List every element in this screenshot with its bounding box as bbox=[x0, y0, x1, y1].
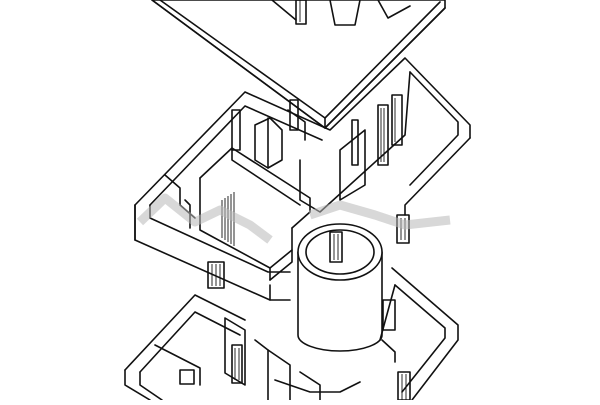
cylindrical-stair-tower bbox=[297, 223, 396, 352]
lower-floor-interior-walls bbox=[154, 317, 411, 401]
upper-floor-interior-walls bbox=[231, 94, 410, 244]
watermark-mark bbox=[136, 193, 451, 244]
lower-floor-walls bbox=[124, 267, 459, 401]
upper-floor-outer-walls bbox=[134, 57, 471, 301]
